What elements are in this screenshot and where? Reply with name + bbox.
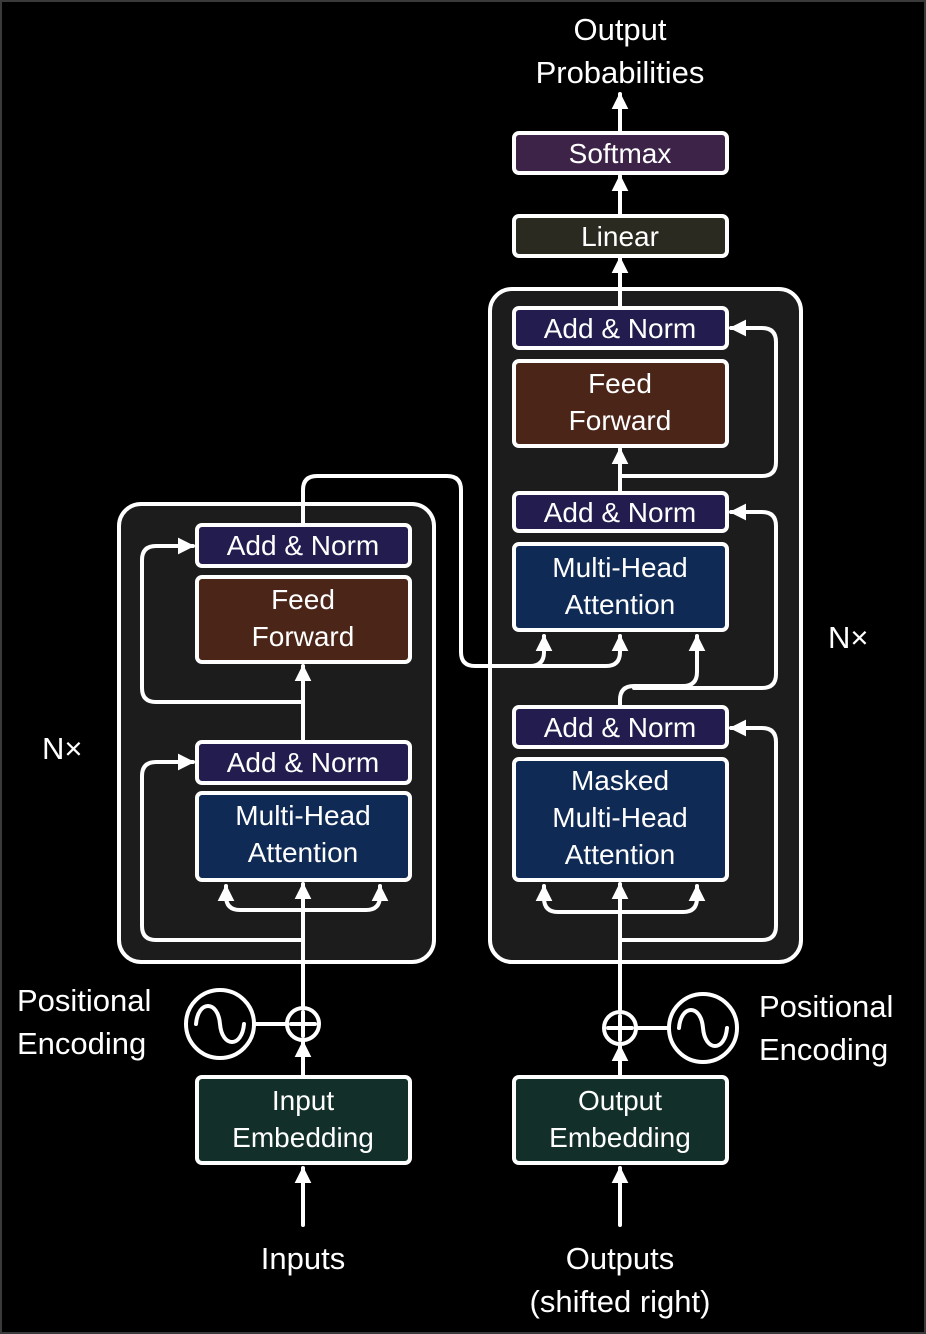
- softmax-label: Softmax: [569, 138, 672, 169]
- encoder-positional-label-1: Positional: [17, 983, 151, 1018]
- input-embedding-box: [195, 1075, 412, 1165]
- encoder-add-norm-top-box: [195, 523, 412, 568]
- input-embedding-label-1: Input: [272, 1085, 334, 1116]
- encoder-feed-forward-label-2: Forward: [252, 621, 355, 652]
- decoder-positional-label-2: Encoding: [759, 1032, 888, 1067]
- decoder-positional-encoding-symbol: [602, 992, 739, 1064]
- decoder-attention-label-1: Multi-Head: [552, 552, 687, 583]
- encoder-nx-label: N×: [42, 731, 83, 766]
- decoder-masked-attention-label-1: Masked: [571, 765, 669, 796]
- encoder-positional-encoding-symbol: [184, 988, 321, 1060]
- encoder-add-norm-bottom-label: Add & Norm: [227, 747, 380, 778]
- output-embedding-label-1: Output: [578, 1085, 662, 1116]
- output-embedding-box: [512, 1075, 729, 1165]
- output-embedding-label-2: Embedding: [549, 1122, 691, 1153]
- decoder-feed-forward-label-1: Feed: [588, 368, 652, 399]
- encoder-feed-forward-box: [195, 575, 412, 664]
- linear-label: Linear: [581, 221, 659, 252]
- decoder-add-norm-top-label: Add & Norm: [544, 313, 697, 344]
- decoder-nx-label: N×: [828, 620, 869, 655]
- encoder-stack-panel: [117, 502, 436, 964]
- decoder-add-norm-bottom-box: [512, 705, 729, 749]
- encoder-add-norm-bottom-box: [195, 740, 412, 785]
- encoder-positional-label-2: Encoding: [17, 1026, 146, 1061]
- decoder-add-norm-middle-box: [512, 491, 729, 533]
- input-embedding-label-2: Embedding: [232, 1122, 374, 1153]
- decoder-masked-attention-label-3: Attention: [565, 839, 676, 870]
- decoder-feed-forward-label-2: Forward: [569, 405, 672, 436]
- decoder-add-norm-middle-label: Add & Norm: [544, 497, 697, 528]
- decoder-feed-forward-box: [512, 359, 729, 448]
- encoder-attention-label-2: Attention: [248, 837, 359, 868]
- inputs-label: Inputs: [261, 1241, 345, 1276]
- outputs-label-1: Outputs: [566, 1241, 675, 1276]
- decoder-masked-attention-box: [512, 757, 729, 882]
- encoder-attention-label-1: Multi-Head: [235, 800, 370, 831]
- softmax-box: [512, 131, 729, 175]
- encoder-attention-box: [195, 791, 412, 882]
- decoder-attention-box: [512, 542, 729, 632]
- outputs-label-2: (shifted right): [530, 1284, 711, 1319]
- decoder-add-norm-bottom-label: Add & Norm: [544, 712, 697, 743]
- encoder-add-norm-top-label: Add & Norm: [227, 530, 380, 561]
- decoder-attention-label-2: Attention: [565, 589, 676, 620]
- decoder-masked-attention-label-2: Multi-Head: [552, 802, 687, 833]
- output-probabilities-label-2: Probabilities: [536, 55, 705, 90]
- decoder-positional-label-1: Positional: [759, 989, 893, 1024]
- decoder-add-norm-top-box: [512, 306, 729, 350]
- output-probabilities-label-1: Output: [573, 12, 666, 47]
- encoder-feed-forward-label-1: Feed: [271, 584, 335, 615]
- linear-box: [512, 214, 729, 258]
- decoder-wires: [535, 92, 778, 1227]
